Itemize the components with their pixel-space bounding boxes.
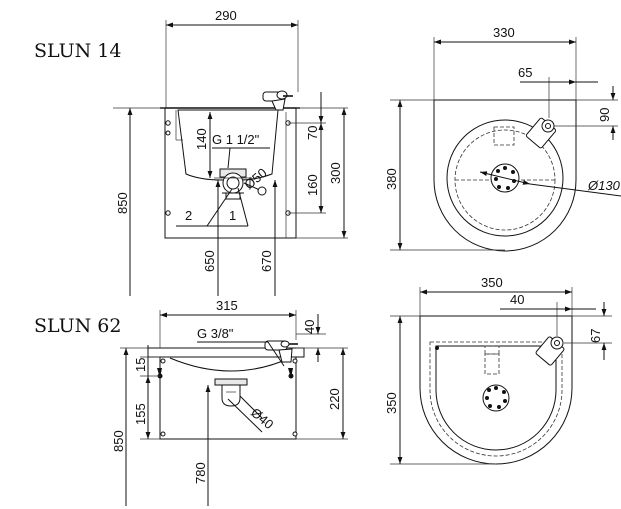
tap	[525, 117, 557, 149]
dim-tap-offset-y: 67	[588, 329, 603, 343]
slun62-top-view: 350 40 67 350	[384, 275, 612, 465]
dim-wall-height: 220	[327, 388, 342, 410]
dim-tap-offset-x: 65	[518, 65, 532, 80]
dim-top-depth: 380	[384, 168, 399, 190]
callout-2: 2	[185, 208, 192, 223]
dim-bracket-height: 160	[305, 174, 320, 196]
model-title-slun14: SLUN 14	[34, 40, 122, 62]
dim-wall-height: 300	[328, 162, 343, 184]
drain-thread-label: G 1 1/2"	[212, 132, 260, 147]
wall-plate	[159, 356, 297, 440]
tap	[535, 336, 565, 366]
dim-bowl-diameter: Ø130	[587, 178, 621, 193]
dim-top-offset: 40	[302, 320, 317, 334]
model-title-slun62: SLUN 62	[34, 315, 122, 337]
faucet	[262, 90, 293, 111]
dim-tap-offset-x: 40	[510, 292, 524, 307]
dim-top-width: 330	[493, 25, 515, 40]
supply-thread-label: G 3/8"	[197, 326, 234, 341]
basin-outline	[419, 315, 573, 465]
drain-fitting	[214, 168, 267, 200]
dim-width: 315	[216, 298, 238, 313]
dim-bowl-depth: 155	[133, 403, 148, 425]
faucet	[264, 340, 298, 363]
dim-top-width: 350	[481, 275, 503, 290]
slun62-front-view: 315 G 3/8" 40 220 15 155 850 780 Ø40	[111, 298, 348, 506]
dim-total-height: 850	[111, 430, 126, 452]
dim-supply-height: 670	[259, 250, 274, 272]
dim-top-offset: 70	[305, 126, 320, 140]
dim-drain-height: 650	[202, 250, 217, 272]
dim-tap-offset-y: 90	[597, 108, 612, 122]
dim-width: 290	[215, 8, 237, 23]
dim-depth-to-drain: 140	[194, 128, 209, 150]
slun14-front-view: 2 1 290 850 140 G 1 1/2" 650 670 Ø50 70	[113, 8, 348, 296]
dim-drain-height: 780	[193, 462, 208, 484]
drain-fitting	[214, 378, 263, 433]
callout-1: 1	[229, 208, 236, 223]
basin-outline	[433, 99, 577, 252]
drain-holes	[485, 386, 507, 409]
dim-rim-height: 15	[133, 358, 148, 372]
dim-top-depth: 350	[384, 392, 399, 414]
slun14-top-view: 330 65 90 380 Ø130	[384, 25, 621, 252]
dim-total-height: 850	[115, 192, 130, 214]
